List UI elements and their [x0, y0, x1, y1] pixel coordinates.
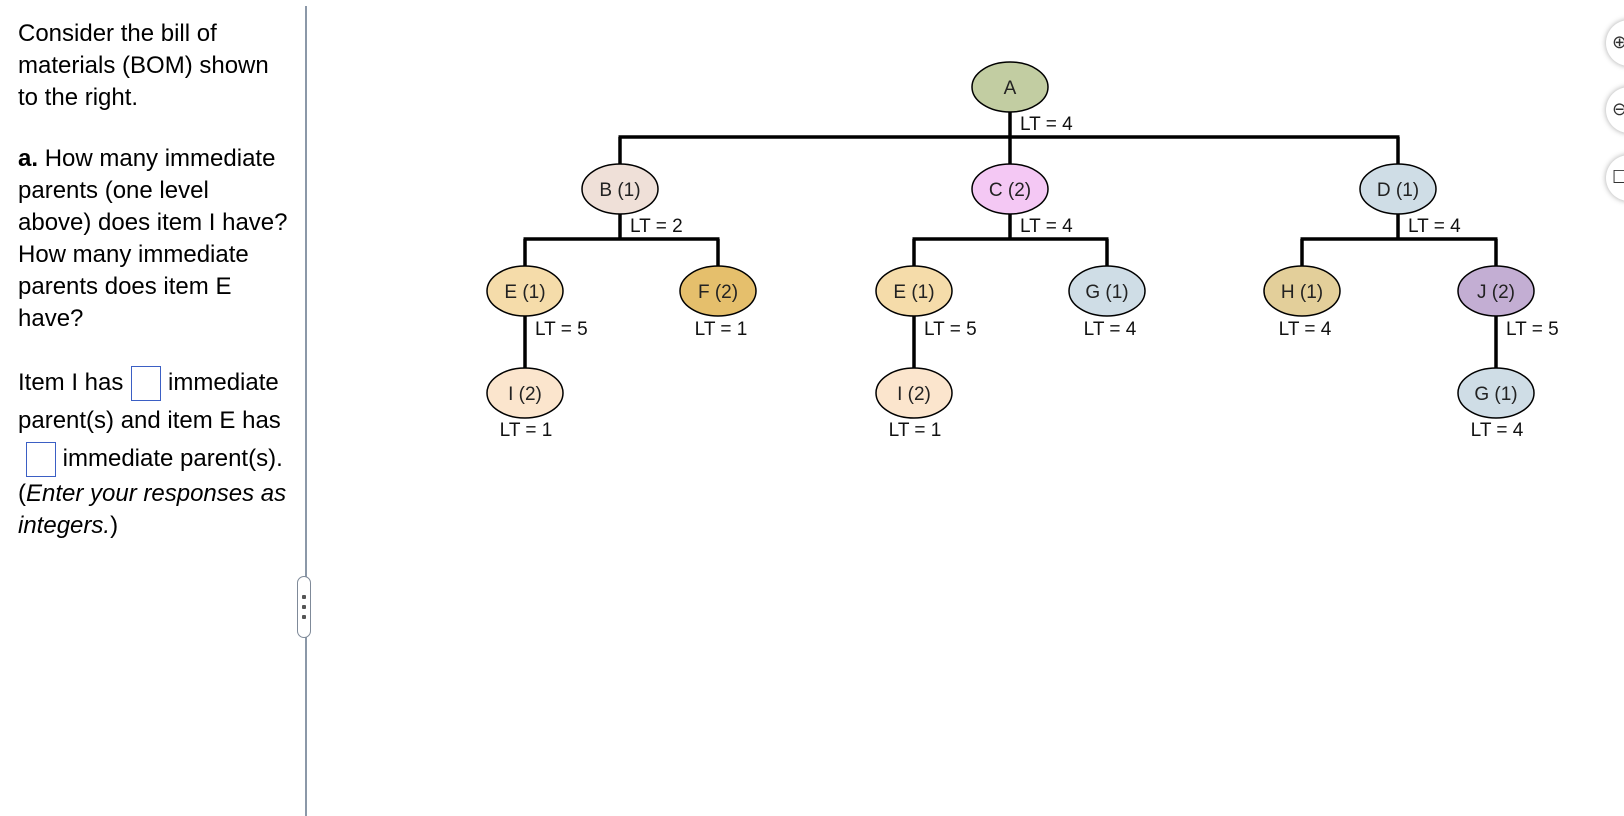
bom-lead-time-label: LT = 4 — [1020, 216, 1073, 237]
expand-icon: ☐ — [1612, 167, 1624, 188]
bom-node-ellipse — [486, 265, 564, 317]
panel-resize-handle[interactable] — [297, 576, 311, 638]
bom-node-label: D (1) — [1377, 180, 1419, 201]
bom-node-label: C (2) — [989, 180, 1031, 201]
bom-node-g2: G (1) LT = 4 — [1457, 367, 1535, 441]
instruction: (Enter your responses as integers.) — [18, 478, 288, 542]
bom-node-i2: I (2) LT = 1 — [875, 367, 953, 441]
bom-node-ellipse — [581, 163, 659, 215]
bom-node-ellipse — [971, 61, 1049, 113]
bom-lead-time-label: LT = 4 — [1279, 319, 1332, 340]
item-e-parents-input[interactable] — [26, 442, 56, 478]
bom-lead-time-label: LT = 5 — [535, 319, 588, 340]
part-text: How many immediate parents (one level ab… — [18, 145, 288, 332]
zoom-out-button[interactable]: ⊖ — [1606, 87, 1624, 133]
bom-connectors — [523, 112, 1498, 368]
bom-node-label: I (2) — [897, 384, 931, 405]
bom-node-ellipse — [971, 163, 1049, 215]
panel-divider — [305, 6, 307, 816]
bom-node-ellipse — [875, 265, 953, 317]
bom-node-label: A — [1004, 78, 1017, 99]
item-i-parents-input[interactable] — [131, 366, 162, 402]
bom-node-e2: E (1) LT = 5 — [875, 265, 977, 340]
bom-node-ellipse — [1263, 265, 1341, 317]
instruction-italic: Enter your responses as integers. — [18, 480, 287, 539]
zoom-in-button[interactable]: ⊕ — [1606, 20, 1624, 66]
bom-node-ellipse — [1457, 265, 1535, 317]
bom-node-i1: I (2) LT = 1 — [486, 367, 564, 441]
bom-lead-time-label: LT = 1 — [889, 420, 942, 441]
answer-mid: immediate parent(s) and item E has — [18, 369, 281, 434]
instruction-close: ) — [110, 512, 119, 539]
bom-lead-time-label: LT = 5 — [924, 319, 977, 340]
answer-sentence: Item I has immediate parent(s) and item … — [18, 364, 288, 478]
bom-node-ellipse — [1457, 367, 1535, 419]
bom-node-e1: E (1) LT = 5 — [486, 265, 588, 340]
question-panel: Consider the bill of materials (BOM) sho… — [18, 18, 288, 542]
bom-lead-time-label: LT = 1 — [500, 420, 553, 441]
bom-lead-time-label: LT = 4 — [1084, 319, 1137, 340]
bom-node-f: F (2) LT = 1 — [679, 265, 757, 340]
bom-node-a: ALT = 4 — [971, 61, 1073, 135]
bom-node-ellipse — [679, 265, 757, 317]
bom-lead-time-label: LT = 5 — [1506, 319, 1559, 340]
part-label: a. — [18, 145, 39, 172]
expand-button[interactable]: ☐ — [1606, 155, 1624, 201]
bom-node-label: I (2) — [508, 384, 542, 405]
question-part-a: a. How many immediate parents (one level… — [18, 143, 288, 335]
bom-node-g1: G (1) LT = 4 — [1068, 265, 1146, 340]
bom-node-b: B (1) LT = 2 — [581, 163, 683, 237]
bom-lead-time-label: LT = 4 — [1471, 420, 1524, 441]
bom-node-ellipse — [1359, 163, 1437, 215]
bom-node-j: J (2) LT = 5 — [1457, 265, 1559, 340]
bom-node-label: E (1) — [893, 282, 934, 303]
zoom-out-icon: ⊖ — [1612, 99, 1624, 120]
bom-lead-time-label: LT = 4 — [1408, 216, 1461, 237]
instruction-open: ( — [18, 480, 26, 507]
bom-node-label: E (1) — [504, 282, 545, 303]
bom-node-ellipse — [486, 367, 564, 419]
bom-node-ellipse — [875, 367, 953, 419]
bom-node-label: J (2) — [1477, 282, 1515, 303]
bom-node-c: C (2) LT = 4 — [971, 163, 1073, 237]
bom-node-label: H (1) — [1281, 282, 1323, 303]
bom-node-d: D (1) LT = 4 — [1359, 163, 1461, 237]
bom-node-label: G (1) — [1474, 384, 1517, 405]
bom-lead-time-label: LT = 4 — [1020, 114, 1073, 135]
bom-node-h: H (1) LT = 4 — [1263, 265, 1341, 340]
bom-lead-time-label: LT = 1 — [695, 319, 748, 340]
zoom-in-icon: ⊕ — [1612, 32, 1624, 53]
bom-node-label: F (2) — [698, 282, 738, 303]
bom-node-label: G (1) — [1085, 282, 1128, 303]
question-intro: Consider the bill of materials (BOM) sho… — [18, 20, 269, 111]
answer-prefix-1: Item I has — [18, 369, 124, 396]
bom-node-label: B (1) — [599, 180, 640, 201]
bom-lead-time-label: LT = 2 — [630, 216, 683, 237]
answer-suffix: immediate parent(s). — [62, 445, 283, 472]
bom-node-ellipse — [1068, 265, 1146, 317]
